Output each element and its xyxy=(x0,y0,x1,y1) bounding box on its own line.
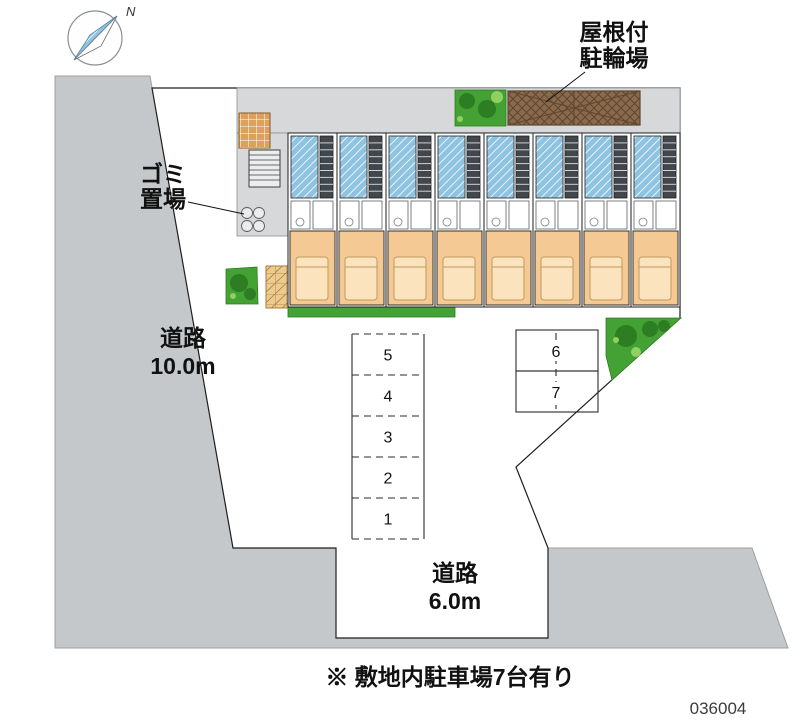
unit-balcony xyxy=(290,135,319,199)
unit-entry xyxy=(557,200,579,230)
parking-note: ※ 敷地内駐車場7台有り xyxy=(325,664,574,690)
unit-balcony xyxy=(535,135,564,199)
unit-toilet xyxy=(540,217,550,227)
plan-id: 036004 xyxy=(690,699,747,718)
unit-balcony xyxy=(486,135,515,199)
unit-bathroom xyxy=(633,200,654,230)
unit-balcony xyxy=(584,135,613,199)
unit-bathroom xyxy=(437,200,458,230)
unit-entry xyxy=(312,200,334,230)
unit-balcony xyxy=(633,135,662,199)
tiled-pad xyxy=(238,112,271,149)
unit-entry xyxy=(361,200,383,230)
bike-parking-leader-line xyxy=(545,71,586,103)
unit-toilet xyxy=(344,217,354,227)
building-unit-5 xyxy=(483,132,534,308)
unit-bed xyxy=(344,256,378,301)
road-west-width: 10.0m xyxy=(150,353,215,379)
compass-north-label: N xyxy=(126,4,136,19)
unit-entry xyxy=(508,200,530,230)
parking-stalls-side: 67 xyxy=(515,329,599,413)
unit-stairs xyxy=(319,135,334,199)
unit-bed xyxy=(442,256,476,301)
unit-toilet xyxy=(442,217,452,227)
unit-stairs xyxy=(368,135,383,199)
building-unit-3 xyxy=(385,132,436,308)
unit-toilet xyxy=(491,217,501,227)
unit-bathroom xyxy=(339,200,360,230)
unit-entry xyxy=(459,200,481,230)
labels: 屋根付 駐輪場 ゴミ 置場 道路 10.0m 道路 6.0m ※ 敷地内駐車場7… xyxy=(140,19,746,718)
unit-balcony xyxy=(437,135,466,199)
unit-toilet xyxy=(295,217,305,227)
parking-stall-number: 2 xyxy=(384,471,393,488)
road-south-label: 道路 xyxy=(432,560,479,586)
unit-bed xyxy=(491,256,525,301)
unit-bathroom xyxy=(486,200,507,230)
planting-top xyxy=(454,89,507,127)
garbage-label-line2: 置場 xyxy=(140,186,186,212)
bike-parking-label-line1: 屋根付 xyxy=(580,19,649,45)
building-unit-1 xyxy=(287,132,338,308)
parking-stall-number: 1 xyxy=(384,512,393,529)
garbage-bins xyxy=(241,207,265,232)
unit-bed xyxy=(589,256,623,301)
road-west-label: 道路 xyxy=(160,325,207,351)
unit-entry xyxy=(410,200,432,230)
compass-needle xyxy=(73,15,118,61)
unit-stairs xyxy=(662,135,677,199)
unit-bathroom xyxy=(584,200,605,230)
unit-bed xyxy=(638,256,672,301)
parking-stall-number: 6 xyxy=(552,344,561,361)
parking-stall-number: 3 xyxy=(384,430,393,447)
building-unit-6 xyxy=(532,132,583,308)
building-unit-8 xyxy=(630,132,681,308)
compass: N xyxy=(67,4,136,66)
parking-stalls-column: 5 4 3 2 1 xyxy=(351,333,425,540)
building-unit-4 xyxy=(434,132,485,308)
parking-stall-number: 7 xyxy=(552,385,561,402)
planting-east xyxy=(605,317,683,381)
parking-stall-number: 5 xyxy=(384,348,393,365)
unit-stairs xyxy=(417,135,432,199)
unit-stairs xyxy=(515,135,530,199)
planting-strip xyxy=(287,306,456,318)
unit-bathroom xyxy=(388,200,409,230)
unit-balcony xyxy=(388,135,417,199)
unit-entry xyxy=(606,200,628,230)
garbage-label-line1: ゴミ xyxy=(140,161,186,187)
planting-west xyxy=(225,266,259,305)
covered-bicycle-parking xyxy=(507,90,641,126)
building-unit-2 xyxy=(336,132,387,308)
garbage-leader-line xyxy=(187,201,245,215)
unit-bathroom xyxy=(535,200,556,230)
unit-bed xyxy=(393,256,427,301)
unit-toilet xyxy=(589,217,599,227)
unit-toilet xyxy=(638,217,648,227)
unit-toilet xyxy=(393,217,403,227)
unit-bed xyxy=(295,256,329,301)
exterior-stairs xyxy=(248,149,281,188)
building-unit-7 xyxy=(581,132,632,308)
unit-entry xyxy=(655,200,677,230)
bike-parking-label-line2: 駐輪場 xyxy=(580,45,649,71)
unit-bathroom xyxy=(290,200,311,230)
parking-stall-number: 4 xyxy=(384,389,393,406)
unit-bed xyxy=(540,256,574,301)
unit-stairs xyxy=(564,135,579,199)
unit-stairs xyxy=(613,135,628,199)
road-south-width: 6.0m xyxy=(429,588,481,614)
unit-stairs xyxy=(466,135,481,199)
unit-balcony xyxy=(339,135,368,199)
apartment-building xyxy=(287,132,681,308)
